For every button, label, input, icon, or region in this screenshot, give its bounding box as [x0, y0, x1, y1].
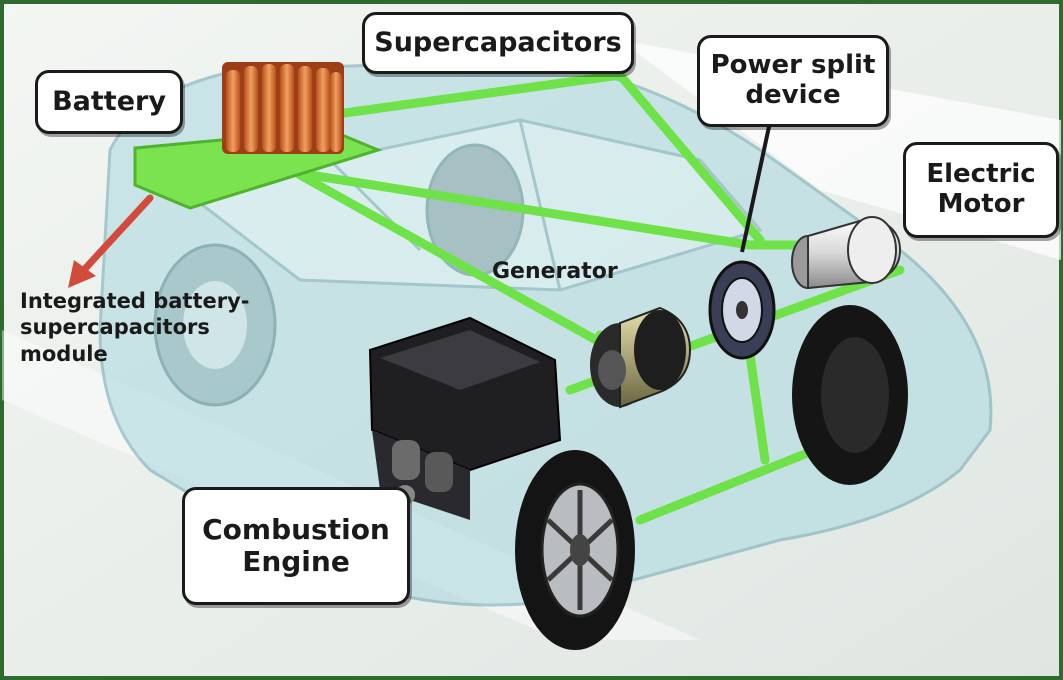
integrated-line1: Integrated battery- — [20, 289, 250, 313]
right-wheel — [792, 305, 908, 485]
integrated-line2: supercapacitors — [20, 315, 210, 340]
electric-motor-line2: Motor — [937, 189, 1025, 219]
battery-cells — [222, 62, 344, 154]
power-split-device-label: Power split device — [697, 35, 889, 127]
combustion-line2: Engine — [242, 545, 350, 578]
electric-motor-line1: Electric — [926, 159, 1036, 190]
supercapacitors-label: Supercapacitors — [362, 12, 634, 74]
generator-label-text: Generator — [492, 259, 618, 284]
integrated-module-arrow — [68, 194, 154, 288]
supercapacitors-label-text: Supercapacitors — [374, 27, 622, 59]
power-split-line1: Power split — [710, 50, 876, 81]
combustion-engine-label: Combustion Engine — [182, 487, 410, 605]
combustion-engine-block — [368, 316, 562, 520]
power-split-line2: device — [745, 80, 841, 110]
generator — [590, 306, 692, 409]
electric-motor-label: Electric Motor — [903, 142, 1059, 238]
leader-lines — [740, 121, 772, 253]
front-wheel — [515, 450, 635, 650]
integrated-module-label: Integrated battery- supercapacitors modu… — [20, 288, 250, 367]
electric-motor — [791, 216, 902, 290]
power-split-device — [708, 260, 776, 360]
combustion-line1: Combustion — [202, 512, 390, 546]
battery-label-text: Battery — [52, 86, 166, 118]
generator-label: Generator — [492, 258, 618, 286]
integrated-line3: module — [20, 341, 108, 366]
battery-label: Battery — [35, 70, 183, 134]
rear-wheel-ghost — [153, 243, 277, 407]
